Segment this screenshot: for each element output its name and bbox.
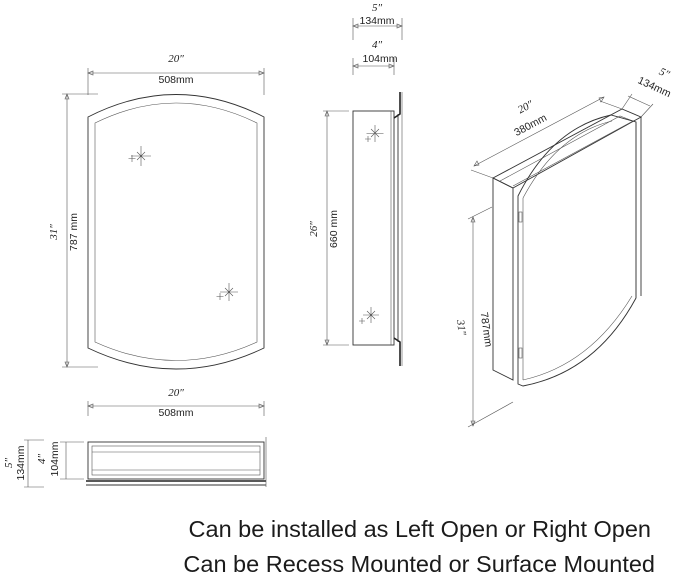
side-view: 5″ 134mm 4″ 104mm 26″ 660 mm <box>308 2 403 366</box>
iso-depth-in: 5″ <box>657 66 672 81</box>
bottom-width-dimension: 20″ 508mm <box>87 387 265 419</box>
bottom-depth-total-dimension: 5″ 134mm <box>3 439 44 488</box>
caption-install-direction: Can be installed as Left Open or Right O… <box>188 516 651 542</box>
iso-width-in: 20″ <box>516 98 536 116</box>
sparkle-icon <box>216 283 238 301</box>
bottom-depth-body-mm: 104mm <box>49 441 61 476</box>
bottom-depth-total-in: 5″ <box>3 458 15 469</box>
bottom-width-in: 20″ <box>168 387 184 399</box>
side-height-in: 26″ <box>308 221 320 237</box>
iso-depth-dimension: 5″ 134mm <box>621 66 673 118</box>
bottom-depth-total-mm: 134mm <box>15 445 27 480</box>
side-depth-total-dimension: 5″ 134mm <box>352 2 403 40</box>
bottom-depth-body-in: 4″ <box>36 454 48 465</box>
side-depth-body-mm: 104mm <box>362 53 397 65</box>
front-width-mm: 508mm <box>158 74 193 86</box>
front-height-dimension: 31″ 787 mm <box>48 93 98 368</box>
side-depth-total-in: 5″ <box>372 2 383 14</box>
side-height-mm: 660 mm <box>328 210 340 248</box>
iso-width-mm: 380mm <box>512 112 549 139</box>
front-width-dimension: 20″ 508mm <box>87 53 265 95</box>
caption-mount-type: Can be Recess Mounted or Surface Mounted <box>183 551 655 577</box>
isometric-view: 20″ 380mm 5″ 134mm 31″ 787mm <box>454 66 673 428</box>
side-height-dimension: 26″ 660 mm <box>308 110 349 346</box>
iso-width-dimension: 20″ 380mm <box>470 96 623 179</box>
bottom-depth-body-dimension: 4″ 104mm <box>36 441 84 480</box>
bottom-width-mm: 508mm <box>158 407 193 419</box>
front-height-in: 31″ <box>48 224 60 241</box>
side-depth-body-dimension: 4″ 104mm <box>352 39 398 75</box>
sparkle-icon <box>128 146 151 166</box>
iso-height-dimension: 31″ 787mm <box>454 206 514 428</box>
side-depth-total-mm: 134mm <box>359 15 394 27</box>
front-view: 20″ 508mm 31″ 787 mm <box>48 53 265 370</box>
iso-height-mm: 787mm <box>478 311 495 348</box>
front-height-mm: 787 mm <box>68 213 80 251</box>
bottom-view: 20″ 508mm 5″ 134mm 4″ 104mm <box>3 387 267 488</box>
iso-height-in: 31″ <box>454 318 468 337</box>
sparkle-icon <box>359 307 379 324</box>
front-width-in: 20″ <box>168 53 184 65</box>
sparkle-icon <box>365 125 384 142</box>
side-depth-body-in: 4″ <box>372 39 383 51</box>
